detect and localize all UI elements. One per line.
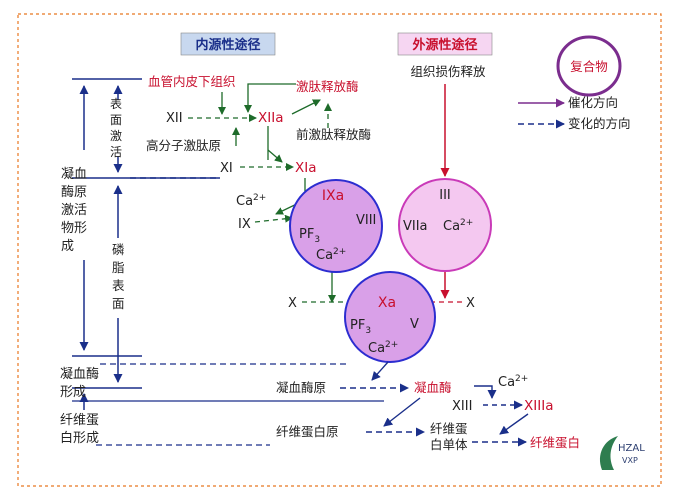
fibrin-monomer-l1: 纤维蛋 xyxy=(430,421,468,436)
extrinsic-sub: 组织损伤释放 xyxy=(410,64,486,79)
stage2-label: 凝血酶 形成 xyxy=(60,366,99,400)
legend-change: 变化的方向 xyxy=(568,116,631,131)
complex-xa-label: Xa xyxy=(378,295,396,311)
svg-text:磷: 磷 xyxy=(112,242,125,257)
factor-x-right: X xyxy=(466,296,475,311)
complex-ixa-label: IXa xyxy=(322,188,344,204)
watermark-logo: HZAL VXP xyxy=(599,436,645,470)
complex-iii-viia: VIIa xyxy=(403,219,428,234)
arrow-xa-to-thrombin xyxy=(371,361,389,381)
complex-ixa-ca: Ca2+ xyxy=(316,247,346,263)
extrinsic-box xyxy=(397,32,493,56)
factor-xi: XI xyxy=(220,161,233,176)
complex-xa-v: V xyxy=(410,317,419,332)
arrow-xiia-to-kallikrein xyxy=(291,99,321,115)
factor-xiia: XIIa xyxy=(258,110,283,126)
svg-text:活: 活 xyxy=(110,145,122,159)
complex-xa-pf3: PF3 xyxy=(350,318,371,336)
extrinsic-header: 外源性途径 xyxy=(411,37,477,53)
svg-text:激: 激 xyxy=(110,129,122,143)
factor-xiiia: XIIIa xyxy=(524,398,553,414)
complex-iii-circle xyxy=(398,178,492,272)
svg-text:表: 表 xyxy=(112,278,125,293)
factor-xia: XIa xyxy=(295,160,317,176)
svg-text:面: 面 xyxy=(112,296,125,311)
complex-iii-ca: Ca2+ xyxy=(443,218,473,234)
svg-text:白形成: 白形成 xyxy=(60,430,99,446)
factor-xii: XII xyxy=(166,111,183,126)
fibrinogen-label: 纤维蛋白原 xyxy=(276,424,339,439)
arrow-kallikrein-feedback xyxy=(244,83,296,113)
svg-text:凝血: 凝血 xyxy=(61,166,87,182)
prekallikrein-label: 前激肽释放酶 xyxy=(296,127,371,142)
intrinsic-box xyxy=(180,32,276,56)
ca-ion-1: Ca2+ xyxy=(236,193,266,209)
complex-iii-f3: III xyxy=(439,188,451,203)
arrow-xiia-to-xi-step xyxy=(267,149,283,163)
fibrin-monomer-l2: 白单体 xyxy=(430,437,468,452)
svg-text:纤维蛋: 纤维蛋 xyxy=(60,413,99,428)
svg-text:物形: 物形 xyxy=(61,221,87,236)
thrombin-label: 凝血酶 xyxy=(414,380,452,395)
legend-complex-label: 复合物 xyxy=(570,59,608,74)
intrinsic-header: 内源性途径 xyxy=(195,37,260,53)
stage3-label: 纤维蛋 白形成 xyxy=(60,413,99,446)
factor-ix: IX xyxy=(238,217,251,232)
factor-x-left: X xyxy=(288,296,297,311)
svg-text:表: 表 xyxy=(110,97,122,111)
svg-text:面: 面 xyxy=(110,113,122,127)
complex-ixa-viii: VIII xyxy=(356,213,376,228)
phospholipid-label: 磷 脂 表 面 xyxy=(112,242,125,311)
contact-activation-label: 表 面 激 活 xyxy=(110,97,122,159)
stage1-label: 凝血 酶原 激活 物形 成 xyxy=(61,166,87,254)
svg-text:形成: 形成 xyxy=(60,385,86,400)
arrow-xiiia-to-fibrin xyxy=(499,413,529,435)
prothrombin-label: 凝血酶原 xyxy=(276,380,326,395)
factor-xiii: XIII xyxy=(452,399,472,414)
svg-text:凝血酶: 凝血酶 xyxy=(60,366,99,382)
vascular-label: 血管内皮下组织 xyxy=(148,74,236,89)
complex-xa-ca: Ca2+ xyxy=(368,340,398,356)
hmwk-label: 高分子激肽原 xyxy=(146,138,221,153)
svg-text:成: 成 xyxy=(61,239,74,254)
legend-catalysis: 催化方向 xyxy=(568,95,618,110)
arrow-ca-to-xiii xyxy=(474,385,497,399)
ca-ion-13: Ca2+ xyxy=(498,374,528,390)
arrow-thrombin-to-fibrinogen xyxy=(383,397,421,427)
svg-text:VXP: VXP xyxy=(622,456,638,465)
complex-ixa-circle xyxy=(289,179,383,273)
svg-text:酶原: 酶原 xyxy=(61,184,87,200)
arrow-ix-to-ixa xyxy=(254,214,293,223)
outer-frame xyxy=(17,13,662,487)
fibrin-label: 纤维蛋白 xyxy=(530,435,580,450)
svg-text:激活: 激活 xyxy=(61,203,87,218)
complex-xa-circle xyxy=(344,271,436,363)
complex-ixa-pf3: PF3 xyxy=(299,227,320,245)
svg-text:HZAL: HZAL xyxy=(618,443,645,454)
svg-text:脂: 脂 xyxy=(112,260,125,275)
kallikrein-label: 激肽释放酶 xyxy=(296,79,359,94)
legend-complex-circle xyxy=(556,35,622,97)
